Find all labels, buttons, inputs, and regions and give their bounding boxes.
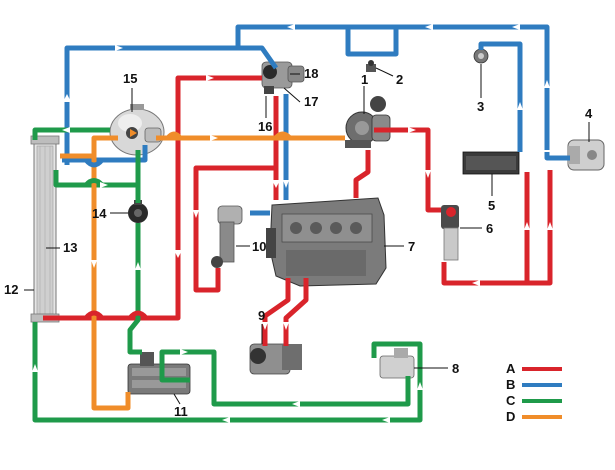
callout-5: 5	[488, 198, 495, 213]
callout-labels: 1 2 3 4 5 6 7 8 9 10 11 12 13 14 15 16 1…	[4, 66, 593, 419]
orange-circuit	[60, 135, 345, 411]
callout-1: 1	[361, 72, 368, 87]
legend-label-a: A	[506, 361, 516, 376]
coolant-pump	[128, 200, 148, 223]
callout-15: 15	[123, 71, 137, 86]
expansion-tank	[109, 104, 165, 156]
thermostat-housing	[261, 61, 305, 94]
oil-cooler	[127, 352, 191, 395]
egr-valve	[441, 205, 459, 261]
callout-14: 14	[92, 206, 107, 221]
callout-12: 12	[4, 282, 18, 297]
legend-label-b: B	[506, 377, 515, 392]
callout-3: 3	[477, 99, 484, 114]
valve-3	[473, 48, 489, 64]
callout-17: 17	[304, 94, 318, 109]
valve-2	[366, 60, 376, 72]
legend-label-c: C	[506, 393, 516, 408]
callout-9: 9	[258, 308, 265, 323]
flow-arrows	[32, 24, 553, 423]
egr-cooler	[211, 205, 243, 268]
callout-2: 2	[396, 72, 403, 87]
heat-exchanger	[462, 151, 520, 175]
callout-6: 6	[486, 221, 493, 236]
radiator	[30, 135, 60, 323]
callout-13: 13	[63, 240, 77, 255]
auxiliary-pump	[379, 348, 415, 379]
callout-4: 4	[585, 106, 593, 121]
callout-18: 18	[304, 66, 318, 81]
callout-10: 10	[252, 239, 266, 254]
callout-7: 7	[408, 239, 415, 254]
legend: A B C D	[506, 361, 562, 424]
callout-16: 16	[258, 119, 272, 134]
callout-11: 11	[174, 404, 188, 419]
engine-block	[266, 197, 387, 287]
crossing-hops	[84, 131, 292, 320]
legend-label-d: D	[506, 409, 515, 424]
callout-leaders	[24, 64, 590, 405]
water-pump	[249, 343, 302, 375]
turbocharger	[345, 96, 391, 148]
heater-unit	[567, 139, 605, 171]
callout-8: 8	[452, 361, 459, 376]
